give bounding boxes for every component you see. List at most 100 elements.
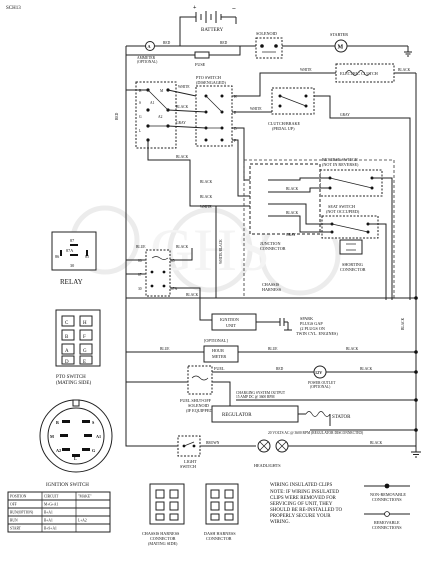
stator-label: STATOR: [332, 415, 351, 420]
starter-symbol: M: [338, 45, 344, 51]
svg-text:D: D: [65, 360, 69, 365]
relay-pin-85: 85: [85, 254, 89, 259]
battery-plus-sign: +: [193, 5, 197, 11]
battery-minus-sign: −: [232, 5, 236, 13]
wire-label-white-2: WHITE: [300, 68, 312, 72]
schematic-code: SCH13: [6, 6, 21, 11]
legend-removable-1: REMOVABLE: [374, 520, 400, 525]
ignition-switch-label: IGNITION SWITCH: [46, 483, 89, 488]
wire-label-white-3: WHITE: [250, 107, 262, 111]
svg-text:L: L: [74, 456, 77, 461]
charging-note-1: CHARGING SYSTEM OUTPUT: [236, 391, 286, 395]
wire-label-black-2: BLACK: [176, 105, 189, 109]
svg-text:C: C: [65, 321, 69, 326]
fuel-shutoff-label-2: SOLENOID: [188, 403, 209, 408]
note-title: WIRING INSULATED CLIPS: [270, 483, 332, 488]
relay-circuit: 86 87 30 87A 85: [138, 249, 178, 297]
ignition-table-row: [7, 523, 111, 533]
reverse-switch-sublabel: (NOT IN REVERSE): [322, 162, 359, 167]
chassis-connector-label-2: CONNECTOR: [150, 536, 176, 541]
svg-text:A2: A2: [56, 448, 61, 453]
stator: STATOR: [298, 411, 351, 426]
wiring-note: WIRING INSULATED CLIPS NOTE: IF WIRING I…: [270, 483, 342, 525]
hour-meter: [OPTIONAL] HOUR METER: [203, 338, 239, 363]
svg-text:87A: 87A: [171, 287, 178, 291]
reverse-switch-label: REVERSE SWITCH: [322, 157, 358, 162]
solenoid: SOLENOID: [255, 31, 283, 59]
ignition-unit-sublabel: UNIT: [226, 323, 236, 328]
wire-label-white-black: WHITE/BLACK: [219, 239, 223, 264]
chassis-harness-connector: CHASSIS HARNESS CONNECTOR (MATING SIDE): [142, 483, 185, 546]
light-switch-sublabel: SWITCH: [180, 464, 196, 469]
pto-switch-contacts: PTO SWITCH (DISENGAGED) HE DF: [195, 75, 237, 147]
wire-label-black: BLACK: [398, 68, 411, 72]
wire-label-black-8: BLACK: [176, 245, 189, 249]
shorting-connector-label: SHORTING: [342, 262, 363, 267]
clutch-brake-label: CLUTCH/BRAKE: [268, 121, 301, 126]
spark-plug-label-3: (2 PLUGS ON: [300, 326, 325, 331]
wire-label-red-3: RED: [115, 112, 119, 120]
headlights: HEADLIGHTS: [254, 439, 289, 468]
spark-plug-label-2: PLUGS GAP: [300, 321, 323, 326]
battery-label: BATTERY: [201, 28, 224, 33]
svg-text:S: S: [139, 101, 141, 105]
junction-connector-label: JUNCTION: [260, 241, 280, 246]
svg-text:S: S: [92, 420, 95, 425]
wire-label-black-11: BLACK: [360, 367, 373, 371]
wire-label-black-4: BLACK: [200, 195, 213, 199]
ammeter-symbol: A: [148, 44, 151, 49]
wire-label-black-7: BLACK: [286, 211, 299, 215]
fuel-shutoff-label-1: FUEL SHUT-OFF: [180, 398, 212, 403]
clutch-brake-sublabel: (PEDAL UP): [272, 126, 295, 131]
wire-label-gray-3: GRAY: [286, 233, 296, 237]
svg-text:M: M: [160, 89, 164, 93]
dash-connector-label-1: DASH HARNESS: [204, 531, 236, 536]
svg-text:86: 86: [138, 259, 142, 263]
note-line-1: NOTE: IF WIRING INSULATED: [270, 490, 339, 495]
ignition-table-cell: L+A2: [78, 519, 87, 523]
wire-label-black-5: BLACK: [176, 155, 189, 159]
ignition-table-cell: B+S+A1: [44, 527, 57, 531]
light-switch-label: LIGHT: [184, 459, 197, 464]
electric-clutch-label: ELECTRIC CLUTCH: [340, 71, 378, 76]
note-line-3: SERVICING OF UNIT, THEY: [270, 502, 333, 507]
svg-text:B: B: [65, 335, 69, 340]
ignition-table-cell: OFF: [10, 503, 17, 507]
charging-note-2: 15 AMP DC @ 3600 RPM: [236, 395, 275, 399]
ignition-table-header: CIRCUIT: [44, 495, 59, 499]
wire-label-red-4: RED: [276, 367, 284, 371]
ignition-table-cell: RUN(OPTION): [10, 511, 34, 515]
svg-text:87: 87: [138, 273, 142, 277]
wire-label-black-6: BLACK: [286, 187, 299, 191]
relay-label: RELAY: [60, 278, 83, 286]
dash-connector-label-2: CONNECTOR: [206, 536, 232, 541]
light-switch: LIGHT SWITCH: [177, 435, 201, 469]
legend-removable-2: CONNECTIONS: [372, 525, 402, 530]
ignition-table-cell: START: [10, 527, 22, 531]
fuel-label: FUEL: [214, 366, 225, 371]
wire-label-blue-3: BLUE: [268, 347, 278, 351]
legend-non-removable-2: CONNECTIONS: [372, 497, 402, 502]
ignition-table-header: "MAKE": [78, 495, 92, 499]
svg-text:A: A: [65, 349, 69, 354]
seat-switch-label: SEAT SWITCH: [328, 204, 355, 209]
svg-text:A2: A2: [158, 115, 163, 119]
wire-label-black-10: BLACK: [346, 347, 359, 351]
wire-label-gray: GRAY: [176, 121, 186, 125]
ignition-table-cell: RUN: [10, 519, 18, 523]
hour-meter-label: HOUR: [212, 348, 224, 353]
ignition-table-cell: B+A1: [44, 519, 53, 523]
wire-label-black-13: BLACK: [401, 317, 405, 330]
chassis-connector-label-1: CHASSIS HARNESS: [142, 531, 180, 536]
wire-label-red-2: RED: [163, 41, 171, 45]
starter: M STARTER: [282, 32, 412, 57]
fuel-shutoff-solenoid: FUEL FUEL SHUT-OFF SOLENOID (IF EQUIPPED…: [180, 365, 225, 413]
svg-text:A1: A1: [96, 434, 101, 439]
svg-text:85: 85: [171, 259, 175, 263]
headlights-label: HEADLIGHTS: [254, 463, 281, 468]
seat-switch-sublabel: (NOT OCCUPIED): [326, 209, 360, 214]
spark-plugs: SPARK PLUGS GAP (2 PLUGS ON TWIN CYL. EN…: [256, 316, 338, 336]
legend: NON-REMOVABLE CONNECTIONS REMOVABLE CONN…: [364, 483, 410, 530]
